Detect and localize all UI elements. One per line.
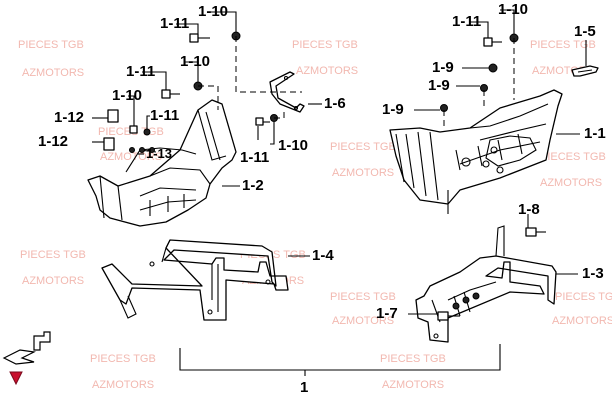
part-label: 1-11 — [452, 13, 481, 30]
watermark-text: PIECES TGB — [380, 353, 446, 365]
tgb-logo-icon — [2, 331, 51, 386]
watermark-text: PIECES TGB — [555, 291, 612, 303]
part-label: 1-9 — [428, 77, 450, 94]
watermark-text: AZMOTORS — [552, 315, 612, 327]
part-label: 1-11 — [240, 149, 269, 166]
part-labels: 1-11 1-10 1-11 1-10 1-10 1-11 1-12 1-12 … — [38, 1, 606, 396]
part-label: 1-12 — [38, 133, 68, 150]
part-label: 1-1 — [584, 125, 606, 142]
assembly-label: 1 — [300, 379, 308, 396]
part-label: 1-10 — [112, 87, 142, 104]
part-label: 1-11 — [126, 63, 155, 80]
left-hardware — [103, 31, 302, 153]
left-frame-part — [101, 239, 289, 321]
part-label: 1-9 — [432, 59, 454, 76]
watermark-text: AZMOTORS — [296, 65, 358, 77]
watermark-text: PIECES TGB — [292, 39, 358, 51]
watermark-text: PIECES TGB — [330, 291, 396, 303]
part-label: 1-6 — [324, 95, 346, 112]
part-label: 1-5 — [574, 23, 596, 40]
watermark-text: PIECES TGB — [330, 141, 396, 153]
part-label: 1-10 — [180, 53, 210, 70]
part-label: 1-4 — [312, 247, 334, 264]
right-footrest-part — [389, 89, 563, 214]
watermark-text: PIECES TGB — [530, 39, 596, 51]
right-hardware — [440, 33, 546, 237]
right-frame-part — [415, 225, 557, 343]
part-label: 1-11 — [150, 107, 179, 124]
part-label: 1-9 — [382, 101, 404, 118]
part-label: 1-10 — [198, 3, 228, 20]
right-bracket-part — [571, 65, 599, 77]
part-label: 1-3 — [582, 265, 604, 282]
watermark-text: AZMOTORS — [22, 67, 84, 79]
watermark-text: AZMOTORS — [92, 379, 154, 391]
part-label: 1-10 — [278, 137, 308, 154]
watermark-text: AZMOTORS — [540, 177, 602, 189]
part-label: 1-10 — [498, 1, 528, 18]
watermark-text: AZMOTORS — [332, 315, 394, 327]
watermark-text: PIECES TGB — [540, 151, 606, 163]
part-label: 1-8 — [518, 201, 540, 218]
watermark-text: PIECES TGB — [90, 353, 156, 365]
part-label: 1-13 — [146, 146, 172, 161]
leader-lines — [92, 9, 587, 376]
watermark-text: AZMOTORS — [100, 151, 162, 163]
watermark-text: AZMOTORS — [22, 275, 84, 287]
watermark-text: AZMOTORS — [332, 167, 394, 179]
part-label: 1-11 — [160, 15, 189, 32]
part-label: 1-2 — [242, 177, 264, 194]
left-bracket-part — [269, 71, 305, 113]
watermark-text: AZMOTORS — [382, 379, 444, 391]
part-label: 1-7 — [376, 305, 398, 322]
left-footrest-part — [87, 99, 237, 227]
watermark-text: PIECES TGB — [18, 39, 84, 51]
watermark-text: PIECES TGB — [20, 249, 86, 261]
part-label: 1-12 — [54, 109, 84, 126]
